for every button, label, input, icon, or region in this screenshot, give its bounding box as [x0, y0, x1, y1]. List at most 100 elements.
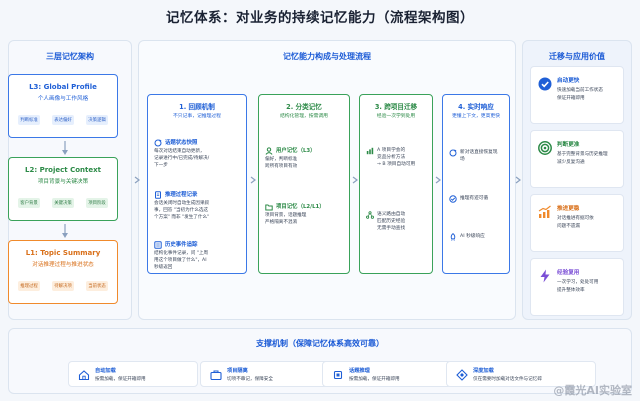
support-item-topic-reasoning: 话题推理 按需加载，保证开箱即用 [322, 361, 452, 387]
check-circle-icon [538, 77, 552, 91]
folder-icon [265, 204, 273, 211]
column-heading: 4. 实时响应 [458, 103, 494, 111]
tier-name: L2: Project Context [25, 166, 101, 174]
tier-l1-topic-summary: L1: Topic Summary 对话推理过程与推进状态 推理过程 待解决项 … [8, 240, 118, 304]
tier-tag: 客户背景 [18, 198, 40, 208]
right-arrow-icon [515, 176, 521, 184]
support-item-body: 按需加载，保证开箱即用 [95, 377, 146, 382]
user-icon [265, 147, 273, 155]
value-card-line: 减少反复沟通 [557, 159, 585, 165]
user-memory-item: 用户记忆（L3） 偏好，判断标准 跨所有项目有效 [265, 147, 345, 170]
support-mechanism-title: 支撑机制（保障记忆体系高效可靠） [256, 339, 384, 348]
item-line: 无需手动查找 [377, 226, 406, 231]
column-cross-project-transfer: 3. 跨项目迁移 经验一次学到处用 A 项目学会的 竞品分析方法 → B 项目自… [359, 94, 433, 274]
item-line: A 项目学会的 [377, 148, 406, 153]
value-card-line: 一次学习，处处可用 [557, 280, 599, 285]
item-line: 推理有迹可循 [460, 196, 489, 201]
item-line: 下一步 [154, 163, 168, 169]
check-circle-icon [449, 195, 457, 203]
support-item-name: 自动加载 [95, 368, 116, 374]
item-line: AI 秒级响应 [460, 234, 485, 239]
lightning-icon [540, 269, 550, 283]
support-item-deep-load: 深度加载 仅在需要时加载对话文件与记忆碎 [446, 361, 596, 387]
down-arrow-icon [62, 224, 68, 238]
tier-l3-global-profile: L3: Global Profile 个人画像与工作风格 判断标准 表达偏好 决… [8, 74, 118, 138]
value-card-line: 基于完整背景与历史推理 [557, 152, 608, 157]
tier-tag: 判断标准 [18, 115, 40, 125]
tier-subtitle: 对话推理过程与推进状态 [32, 262, 94, 268]
briefcase-icon [210, 370, 222, 381]
tier-tag: 决策逻辑 [86, 115, 108, 125]
value-card-name: 启动更快 [557, 78, 580, 84]
diamond-icon [456, 369, 468, 381]
traceable-reasoning-item: 推理有迹可循 [449, 195, 505, 203]
transfer-method-item: A 项目学会的 竞品分析方法 → B 项目自动可用 [366, 147, 428, 168]
document-icon [155, 191, 161, 199]
support-item-project-isolation: 项目隔离 切项不串记，保障安全 [200, 361, 330, 387]
memory-architecture-title: 三层记忆架构 [46, 52, 94, 61]
item-heading: 用户记忆（L3） [276, 148, 316, 154]
history-tracking-item: 历史事件追踪 结构化事件记录，问 "上周 用这个项目做了什么"，AI 秒级返回 [154, 241, 242, 272]
item-line: 会话关闭时自动生成因果叙 [154, 201, 210, 206]
tier-subtitle: 项目背景与关键决策 [37, 179, 89, 185]
item-line: 每次对话结束自动更新， [154, 149, 205, 154]
item-heading: 话题状态快照 [165, 140, 198, 146]
item-line: 偏好，判断标准 [265, 157, 298, 162]
refresh-icon [154, 139, 162, 147]
value-card-line: 提升整体效率 [557, 287, 585, 293]
column-heading: 1. 回顾机制 [179, 103, 215, 111]
item-line: 秒级返回 [154, 265, 173, 271]
page-title: 记忆体系：对业务的持续记忆能力（流程架构图） [166, 10, 474, 26]
item-line: 新对话直接恢复现 [460, 150, 498, 155]
item-line: 跨所有项目有效 [265, 164, 298, 170]
value-card-line: 保证开箱即用 [557, 95, 585, 101]
support-item-name: 深度加载 [473, 368, 494, 374]
trend-up-icon [538, 205, 551, 218]
value-card-line: 问题不遗漏 [557, 223, 580, 229]
value-card-experience-reuse: 经验复用 一次学习，处处可用 提升整体效率 [530, 258, 624, 316]
column-subtitle: 结构化管理，按需调用 [280, 114, 328, 119]
item-line: → B 项目自动可用 [377, 162, 416, 167]
value-card-line: 快速加载当前工作状态 [557, 88, 603, 93]
value-card-name: 推进更稳 [557, 206, 580, 212]
item-line: 事，回答 "当初为什么选这 [154, 208, 209, 214]
chart-icon [366, 147, 374, 155]
item-heading: 项目记忆（L2/L1） [276, 204, 325, 210]
value-card-steady-progress: 推进更稳 对话推进有据可依 问题不遗漏 [530, 194, 624, 252]
list-icon [154, 241, 162, 249]
chip-icon [333, 370, 343, 380]
target-icon [538, 141, 552, 155]
value-card-accurate-judgment: 判断更准 基于完整背景与历史推理 减少反复沟通 [530, 130, 624, 188]
right-arrow-icon [435, 176, 441, 184]
value-card-line: 对话推进有据可依 [557, 216, 594, 221]
right-arrow-icon [134, 176, 140, 184]
semantic-routing-item: 语义路由自动 匹配历史经验 无需手动查找 [366, 211, 428, 232]
column-heading: 2. 分类记忆 [286, 103, 322, 111]
ai-response-item: AI 秒级响应 [449, 233, 505, 241]
support-item-body: 切项不串记，保障安全 [227, 377, 273, 382]
support-item-body: 按需加载，保证开箱即用 [349, 377, 400, 382]
item-line: 语义路由自动 [377, 212, 406, 217]
home-icon [78, 370, 90, 381]
support-item-body: 仅在需要时加载对话文件与记忆碎 [473, 377, 542, 382]
column-review-mechanism: 1. 回顾机制 不只记事，记推理过程 话题状态快照 每次对话结束自动更新， 记录… [147, 94, 247, 274]
item-line: 严格隔离不混淆 [265, 220, 298, 226]
right-arrow-icon [352, 176, 358, 184]
project-memory-item: 项目记忆（L2/L1） 项目背景，话题推理 严格隔离不混淆 [265, 203, 345, 226]
tier-tag: 表达偏好 [52, 115, 74, 125]
tier-tag: 项目阶段 [86, 198, 108, 208]
tier-subtitle: 个人画像与工作风格 [37, 96, 89, 102]
column-classified-memory: 2. 分类记忆 结构化管理，按需调用 用户记忆（L3） 偏好，判断标准 跨所有项… [258, 94, 350, 274]
item-line: 记录进行中/已完成/待解决/ [154, 156, 210, 162]
item-line: 个方案" 而非 "发生了什么" [154, 215, 210, 221]
support-item-auto-load: 自动加载 按需加载，保证开箱即用 [68, 361, 198, 387]
item-line: 匹配历史经验 [377, 219, 406, 224]
tier-name: L3: Global Profile [29, 83, 97, 91]
tier-tag: 当前状态 [86, 281, 108, 291]
reasoning-record-item: 推理过程记录 会话关闭时自动生成因果叙 事，回答 "当初为什么选这 个方案" 而… [154, 191, 242, 222]
item-line: 项目背景，话题推理 [265, 213, 307, 218]
support-item-name: 话题推理 [349, 368, 370, 374]
column-heading: 3. 跨项目迁移 [374, 103, 418, 111]
tier-l2-project-context: L2: Project Context 项目背景与关键决策 客户背景 关键决策 … [8, 157, 118, 221]
column-subtitle: 更懂上下文，更高更快 [452, 114, 500, 119]
